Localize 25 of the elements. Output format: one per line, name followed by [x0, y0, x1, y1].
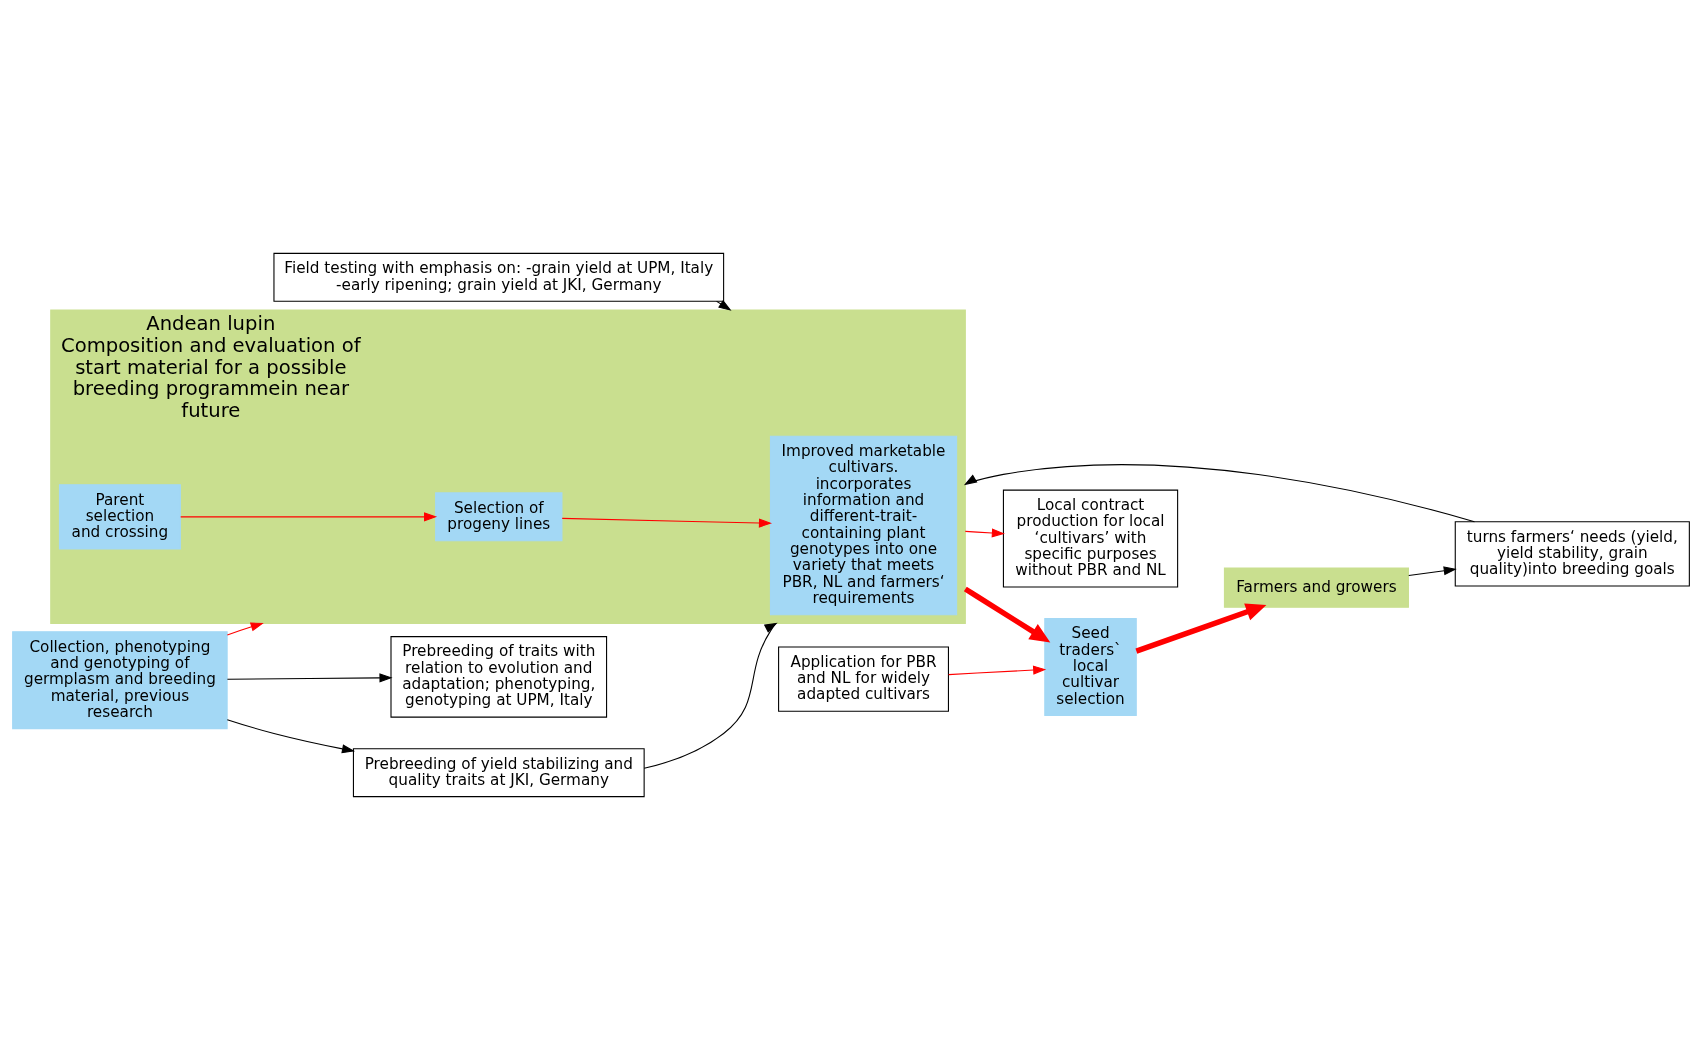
node-box: Farmers and growers [1223, 567, 1409, 608]
arrow [643, 622, 778, 769]
arrow [226, 673, 393, 683]
node-box: Prebreeding of yield stabilizing and quality traits at JKI, Germany [352, 748, 645, 798]
arrow [963, 464, 1475, 523]
node-box: Collection, phenotyping and genotyping of germplasm and breeding material, previous research [12, 631, 228, 730]
node-box: Selection of progeny lines [435, 492, 563, 542]
node-box: Local contract production for local ‘cultivars’ with specific purposes without PBR and NL [1002, 489, 1179, 588]
arrow [226, 719, 356, 754]
arrow [963, 586, 1051, 643]
arrow [180, 512, 438, 522]
node-box: Prebreeding of traits with relation to evolution and adaptation; phenotyping, genotyping at UPM, Italy [390, 636, 608, 718]
arrow [948, 665, 1047, 676]
node-box: Seed traders` local cultivar selection [1044, 618, 1137, 717]
node-box: turns farmers‘ needs (yield, yield stability, grain quality)into breeding goals [1454, 521, 1690, 587]
arrow [226, 622, 264, 636]
node-box: Field testing with emphasis on: -grain yield at UPM, Italy -early ripening; grain yield at JKI, Germany [273, 252, 725, 302]
node-box: Improved marketable cultivars. incorporates information and different-trait-containing plant genotypes into one variety that meets PBR, NL and farmers‘ requirements [769, 435, 958, 616]
arrow [561, 517, 772, 528]
node-box: Application for PBR and NL for widely adapted cultivars [778, 646, 949, 712]
arrow [716, 299, 732, 311]
node-box: Parent selection and crossing [58, 484, 181, 550]
arrow [964, 528, 1005, 538]
arrow [1408, 566, 1457, 576]
arrow [1135, 603, 1267, 654]
